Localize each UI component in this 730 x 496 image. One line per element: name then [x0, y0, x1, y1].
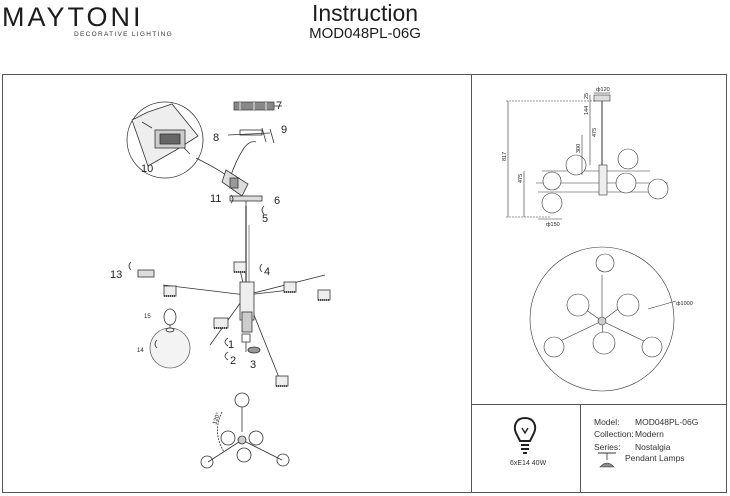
step-8-label: 8: [213, 132, 219, 144]
dim-h300: 300: [576, 144, 582, 153]
step-4-label: 4: [264, 266, 270, 278]
step-labels: 7 8 9 10 11 6 5 4 13 1 2 3: [110, 100, 287, 371]
divider-info-horizontal: [471, 404, 727, 405]
spec-table: Model: MOD048PL-06G Collection: Modern S…: [594, 417, 724, 487]
step-1-label: 1: [228, 339, 234, 351]
dim-h144: 144: [584, 106, 590, 115]
collection-value: Modern: [635, 429, 664, 439]
dim-h817: 817: [502, 152, 508, 161]
brand-name: MAYTONI: [2, 2, 144, 32]
top-view-outline: [529, 246, 675, 392]
step-3-label: 3: [250, 359, 256, 371]
step-9-label: 9: [281, 124, 287, 136]
dim-d120: ф120: [596, 87, 610, 93]
model-value: MOD048PL-06G: [635, 417, 699, 427]
divider-info-vertical: [580, 404, 581, 493]
instruction-frame: [2, 74, 727, 493]
dim-h25: 25: [584, 93, 590, 99]
divider-main-vertical: [471, 74, 472, 493]
step-10-label: 10: [141, 163, 153, 175]
type-value: Pendant Lamps: [625, 453, 685, 463]
model-label: Model:: [594, 417, 620, 427]
bulb-icon: [513, 416, 537, 454]
step-2-label: 2: [230, 355, 236, 367]
step-5-label: 5: [262, 213, 268, 225]
step-15-label: 15: [144, 314, 151, 320]
step-6-label: 6: [274, 195, 280, 207]
brand-logo: MAYTONI DECORATIVE LIGHTING: [2, 2, 173, 38]
brand-tagline: DECORATIVE LIGHTING: [74, 31, 173, 38]
page-title: Instruction: [311, 0, 419, 26]
pendant-lamp-icon: [598, 452, 616, 468]
series-label: Series:: [594, 442, 621, 452]
dim-h475-upper: 475: [592, 128, 598, 137]
assembly-diagram: 7 8 9 10 11 6 5 4 13 1 2 3 15 14 120°: [110, 100, 331, 469]
bulb-spec: 6xE14 40W: [510, 460, 547, 467]
rotation-angle-label: 120°: [212, 411, 222, 425]
dimension-diagram: ф120 ф150 ф1000 25 144 475 300 817 475: [502, 87, 693, 392]
series-value: Nostalgia: [635, 442, 671, 452]
step-7-label: 7: [276, 100, 282, 112]
dim-h475-lower: 475: [518, 174, 524, 183]
step-14-label: 14: [137, 348, 144, 354]
collection-label: Collection:: [594, 429, 634, 439]
dim-d150: ф150: [546, 222, 560, 228]
model-number: MOD048PL-06G: [309, 25, 421, 42]
step-11-label: 11: [210, 193, 221, 205]
step-13-label: 13: [110, 269, 122, 281]
terminal-detail-circle: [126, 101, 204, 179]
dim-d1000: ф1000: [676, 301, 693, 307]
